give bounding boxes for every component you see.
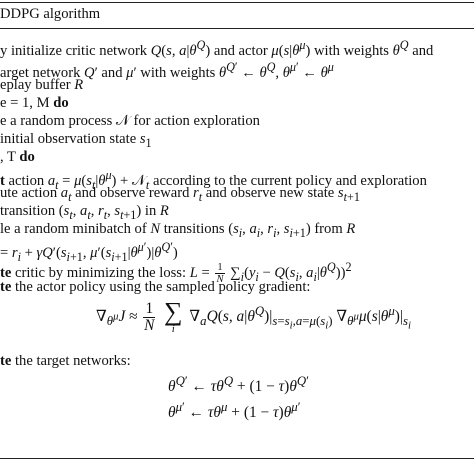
line-actor-update: te the actor policy using the sampled po… bbox=[0, 279, 311, 295]
keyword-do-2: do bbox=[19, 149, 35, 165]
target-update-actor: θμ′ ← τθμ + (1 − τ)θμ′ bbox=[168, 400, 301, 422]
bottom-rule bbox=[0, 458, 474, 459]
line-sample-minibatch: le a random minibatch of N transitions (… bbox=[0, 221, 356, 240]
line-episode-loop: e = 1, M do bbox=[0, 95, 69, 111]
line-init-target: arget network Q′ and μ′ with weights θQ′… bbox=[0, 60, 334, 81]
algorithm-title: DDPG algorithm bbox=[0, 6, 101, 22]
line-target-update: te the target networks: bbox=[0, 353, 131, 369]
line-store-transition: transition (st, at, rt, st+1) in R bbox=[0, 203, 169, 222]
top-rule bbox=[0, 2, 474, 3]
line-initial-state: initial observation state s1 bbox=[0, 131, 152, 150]
line-time-loop: , T do bbox=[0, 149, 35, 165]
line-select-action: t action at = μ(st|θμ) + 𝒩t according to… bbox=[0, 168, 427, 192]
keyword-do: do bbox=[53, 95, 69, 111]
line-target-value: = ri + γQ′(si+1, μ′(si+1|θμ′)|θQ′) bbox=[0, 240, 178, 264]
line-random-process: e a random process 𝒩 for action explorat… bbox=[0, 113, 260, 129]
pg-sum: ∑i bbox=[164, 297, 183, 335]
target-update-critic: θQ′ ← τθQ + (1 − τ)θQ′ bbox=[168, 374, 309, 396]
line-init-networks: y initialize critic network Q(s, a|θQ) a… bbox=[0, 38, 434, 59]
line-execute-action: ute action at and observe reward rt and … bbox=[0, 185, 360, 204]
line-replay-buffer: eplay buffer R bbox=[0, 77, 84, 93]
title-rule bbox=[0, 28, 474, 29]
